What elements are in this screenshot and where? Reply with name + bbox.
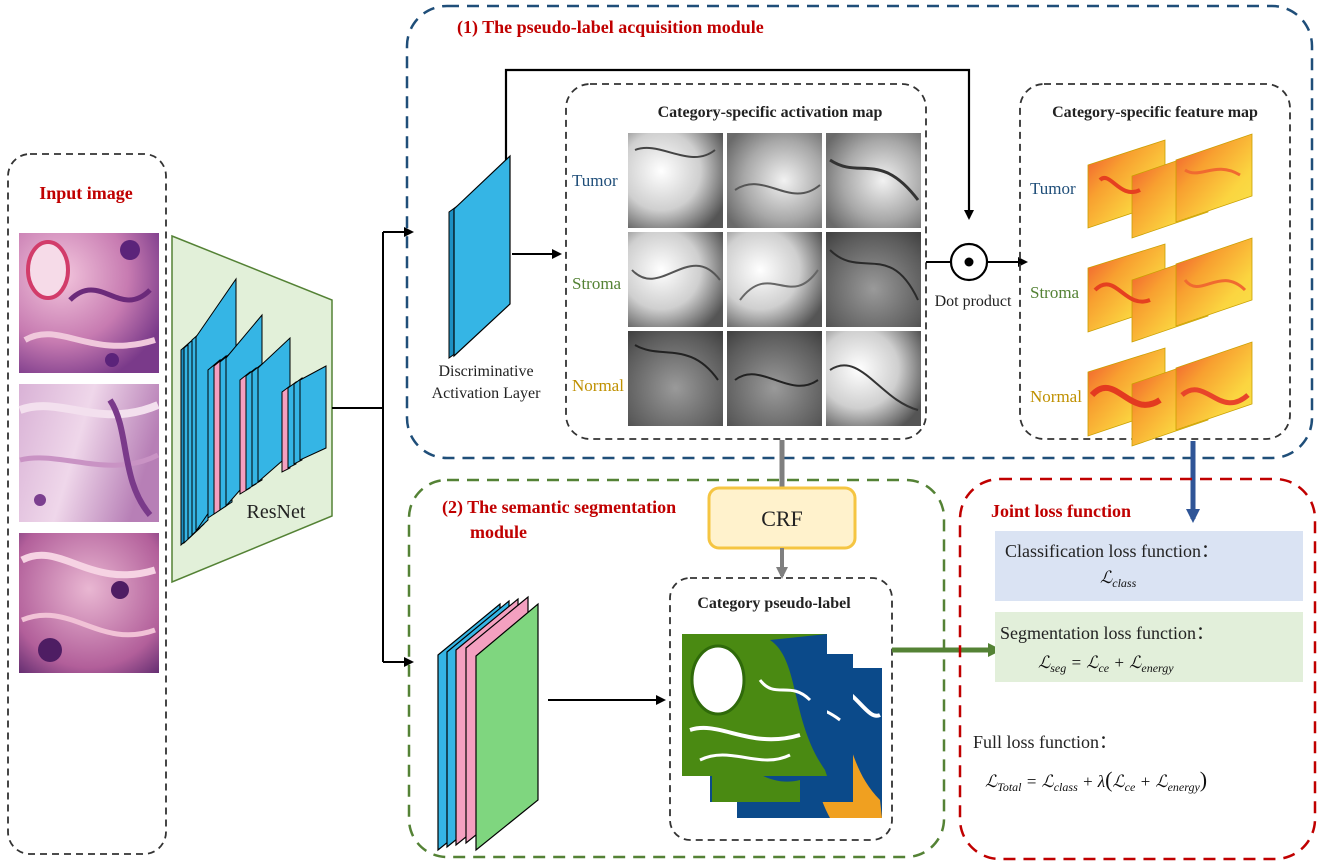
activation-label-normal: Normal bbox=[572, 376, 624, 395]
pseudo-label-stack bbox=[682, 634, 882, 818]
feature-map-stack-tumor bbox=[1087, 133, 1253, 239]
segmentation-loss-label: Segmentation loss function： bbox=[1000, 623, 1214, 643]
module2-title-line1: (2) The semantic segmentation bbox=[442, 497, 676, 518]
activation-map-cell bbox=[628, 232, 723, 327]
tissue-normal-patch bbox=[19, 533, 159, 673]
module2-title-line2: module bbox=[470, 522, 527, 542]
crf-label: CRF bbox=[761, 506, 803, 531]
feature-map-border bbox=[1019, 83, 1291, 440]
module2-border bbox=[407, 478, 946, 859]
dal-label-line1: Discriminative bbox=[438, 363, 533, 380]
full-loss-label: Full loss function： bbox=[973, 732, 1117, 752]
resnet-layers bbox=[180, 277, 327, 547]
skip-connection-arrow bbox=[504, 68, 974, 220]
activation-map-border bbox=[565, 83, 927, 440]
activation-map-cell bbox=[727, 133, 822, 228]
classification-loss-label: Classification loss function： bbox=[1005, 541, 1219, 561]
activation-map-title: Category-specific activation map bbox=[658, 104, 883, 121]
dot-product-operator bbox=[949, 242, 989, 282]
segmentation-loss-equation: ℒseg = ℒce + ℒenergy bbox=[1038, 653, 1174, 675]
crf-box: CRF bbox=[707, 486, 857, 550]
classification-loss-equation: ℒclass bbox=[1100, 568, 1137, 590]
pseudo-label-acquisition-module: (1) The pseudo-label acquisition module … bbox=[405, 4, 1314, 460]
pseudo-label-border bbox=[669, 577, 893, 841]
joint-loss-panel: Joint loss function Classification loss … bbox=[958, 477, 1317, 861]
resnet-backbone: ResNet bbox=[171, 234, 333, 584]
feature-label-normal: Normal bbox=[1030, 387, 1082, 406]
segmentation-loss-box bbox=[995, 612, 1303, 682]
activation-map-cell bbox=[628, 331, 723, 426]
pseudo-label-title: Category pseudo-label bbox=[697, 595, 851, 612]
discriminative-activation-layer bbox=[448, 154, 511, 359]
dal-label-line2: Activation Layer bbox=[432, 385, 542, 402]
feature-label-stroma: Stroma bbox=[1030, 283, 1080, 302]
joint-loss-title: Joint loss function bbox=[991, 501, 1131, 521]
activation-label-tumor: Tumor bbox=[572, 171, 618, 190]
activation-map-cell bbox=[727, 232, 822, 327]
input-image-title: Input image bbox=[39, 183, 133, 203]
feature-map-stack-stroma bbox=[1087, 237, 1253, 343]
full-loss-equation: ℒTotal = ℒclass + λ(ℒce + ℒenergy) bbox=[985, 767, 1207, 794]
segmentation-decoder-layers bbox=[437, 595, 539, 852]
input-image-panel: Input image bbox=[7, 153, 167, 855]
activation-map-cell bbox=[826, 331, 921, 426]
activation-map-cell bbox=[826, 133, 921, 228]
tissue-tumor-patch bbox=[19, 233, 159, 373]
dot-product-label: Dot product bbox=[935, 293, 1012, 310]
resnet-branch-connectors bbox=[332, 227, 414, 667]
tissue-stroma-patch bbox=[18, 384, 160, 522]
feature-map-stack-normal bbox=[1087, 341, 1253, 447]
semantic-segmentation-module: (2) The semantic segmentation module CRF… bbox=[407, 440, 946, 859]
classification-loss-box bbox=[995, 531, 1303, 601]
activation-label-stroma: Stroma bbox=[572, 274, 622, 293]
resnet-label: ResNet bbox=[247, 501, 306, 523]
joint-loss-border bbox=[958, 477, 1317, 861]
activation-map-cell bbox=[727, 331, 822, 426]
feature-map-title: Category-specific feature map bbox=[1052, 104, 1258, 121]
feature-label-tumor: Tumor bbox=[1030, 179, 1076, 198]
activation-map-grid bbox=[628, 133, 921, 426]
module1-title: (1) The pseudo-label acquisition module bbox=[457, 17, 764, 38]
